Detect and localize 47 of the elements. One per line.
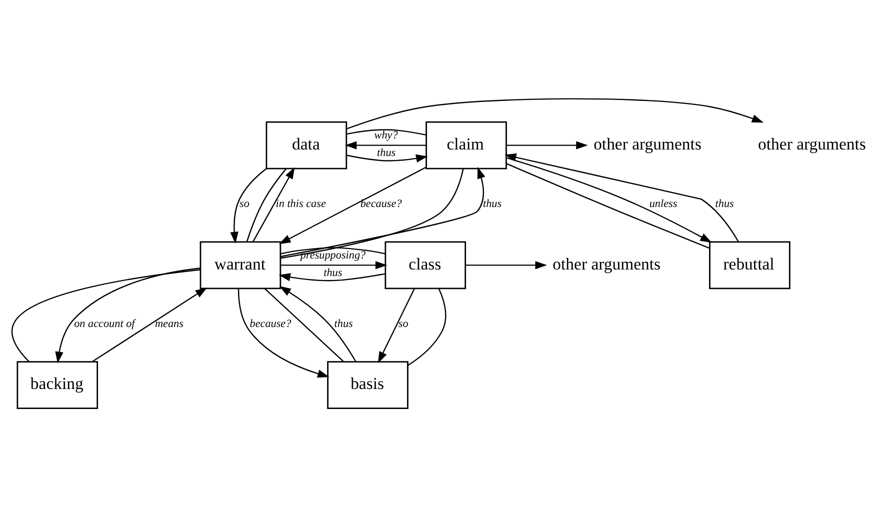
node-box: backing: [16, 361, 98, 409]
arrow: [92, 288, 208, 362]
arrow: [230, 168, 267, 244]
edge-label: because?: [250, 318, 292, 330]
edge-label: so: [398, 318, 408, 330]
connector: [12, 269, 200, 362]
arrow: [55, 268, 201, 364]
node-box: data: [266, 121, 348, 170]
connector: [280, 247, 386, 254]
node-box: basis: [327, 361, 408, 409]
node-box: claim: [426, 121, 507, 170]
connector: [408, 288, 446, 366]
edge-label: why?: [374, 129, 398, 142]
edge-label: thus: [324, 266, 342, 279]
edge-label: thus: [715, 198, 734, 210]
node-box: rebuttal: [709, 241, 790, 290]
edge-label: thus: [334, 318, 353, 330]
node-text: other arguments: [758, 134, 866, 154]
edge-label: on account of: [74, 318, 135, 330]
edge-label: means: [154, 318, 184, 330]
edge-label: so: [240, 198, 250, 210]
connector: [264, 288, 344, 362]
arrow: [238, 288, 330, 378]
arrow: [346, 154, 428, 162]
arrow: [278, 166, 426, 244]
arrow: [504, 153, 739, 242]
arrow: [252, 167, 295, 242]
arrow: [344, 141, 426, 150]
edge-label: presupposing?: [300, 249, 366, 262]
edge-label: thus: [377, 147, 396, 160]
arrow: [279, 286, 356, 362]
arrow: [506, 141, 588, 150]
edge-label: unless: [649, 198, 678, 210]
connector: [246, 168, 287, 242]
edge-label: because?: [360, 198, 402, 210]
edge-label: in this case: [276, 198, 326, 210]
node-text: other arguments: [594, 134, 702, 154]
arrow: [278, 273, 386, 282]
arrow: [280, 261, 388, 270]
edge-label: thus: [483, 198, 502, 210]
arrow: [346, 98, 764, 130]
node-box: warrant: [200, 241, 282, 290]
arrow: [466, 261, 547, 270]
node-box: class: [384, 241, 466, 290]
arrow: [378, 288, 415, 364]
node-text: other arguments: [552, 254, 661, 274]
connector: [346, 129, 426, 136]
